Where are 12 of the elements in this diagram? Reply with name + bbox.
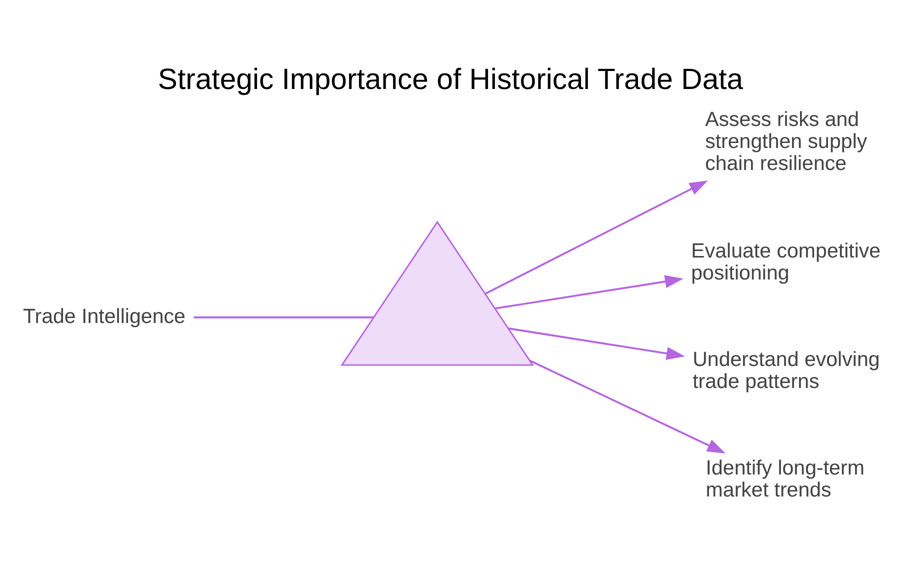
connector bbox=[194, 316, 374, 318]
node-text: Identify long-term market trends bbox=[706, 456, 864, 502]
node-text: Assess risks and strengthen supply chain resilience bbox=[705, 108, 868, 175]
arrow bbox=[485, 180, 708, 294]
node-prism bbox=[340, 220, 534, 366]
arrow bbox=[529, 359, 726, 453]
node-text: Trade Intelligence bbox=[22, 304, 186, 328]
arrow bbox=[494, 274, 684, 309]
diagram-title: Strategic Importance of Historical Trade Data bbox=[158, 62, 744, 96]
node-text: Evaluate competitive positioning bbox=[691, 239, 881, 284]
arrow bbox=[508, 326, 685, 360]
node-text: Understand evolving trade patterns bbox=[692, 348, 880, 393]
